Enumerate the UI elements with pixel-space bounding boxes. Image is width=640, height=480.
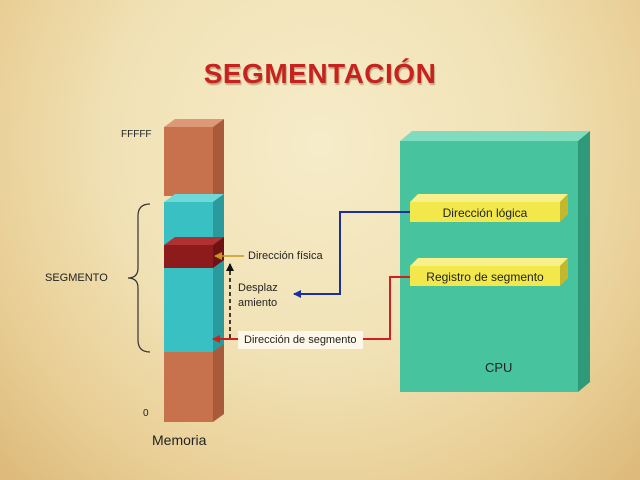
cpu-caption: CPU bbox=[485, 360, 513, 375]
memory-lower-front bbox=[164, 352, 213, 422]
segment-brace bbox=[127, 203, 151, 353]
segment-block bbox=[164, 202, 213, 352]
slide-title: SEGMENTACIÓN bbox=[203, 58, 437, 89]
segment-top-face bbox=[164, 194, 224, 202]
memory-upper-front bbox=[164, 127, 213, 196]
segment-register-field bbox=[410, 258, 568, 286]
logical-address-arrow bbox=[293, 211, 410, 298]
memory-caption: Memoria bbox=[152, 432, 207, 448]
memory-bottom-label: 0 bbox=[143, 408, 149, 419]
logical-address-label: Dirección lógica bbox=[442, 206, 528, 220]
memory-top-label: FFFFF bbox=[121, 129, 152, 140]
selected-block-top-face bbox=[164, 237, 224, 245]
segment-register-label: Registro de segmento bbox=[426, 270, 544, 284]
segment-label: SEGMENTO bbox=[45, 272, 108, 284]
memory-column bbox=[164, 119, 224, 422]
logical-address-field bbox=[410, 194, 568, 222]
memory-top-face bbox=[164, 119, 224, 127]
offset-label-line2: amiento bbox=[238, 297, 278, 309]
segment-side-face bbox=[213, 194, 224, 352]
segment-address-label: Dirección de segmento bbox=[238, 331, 363, 349]
selected-block bbox=[164, 245, 213, 268]
physical-address-label: Dirección física bbox=[248, 250, 323, 262]
offset-label-line1: Desplaz bbox=[238, 282, 278, 294]
